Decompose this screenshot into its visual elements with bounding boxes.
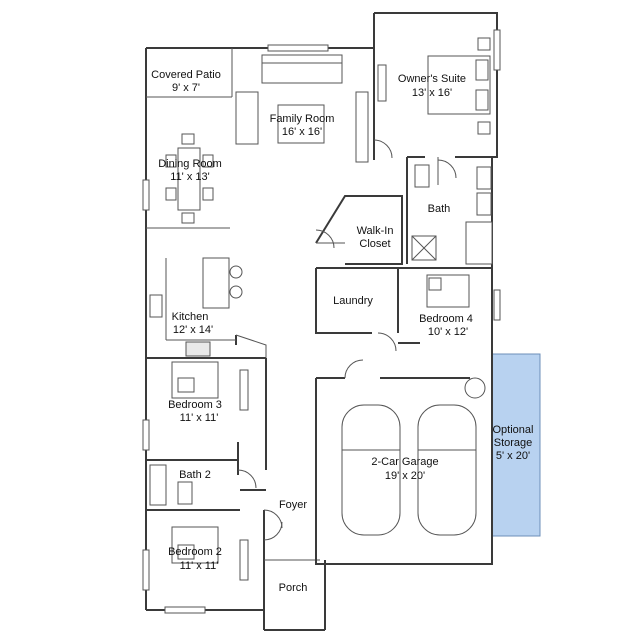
owners-suite-dim: 13' x 16' <box>412 87 452 99</box>
bedroom-3-dim: 11' x 11' <box>180 412 219 424</box>
furniture <box>149 37 493 581</box>
bedroom-3-label: Bedroom 3 <box>168 399 222 411</box>
doors <box>237 139 457 541</box>
optional-storage-area <box>491 353 541 537</box>
laundry-label: Laundry <box>333 295 373 307</box>
foyer-label: Foyer <box>279 499 307 511</box>
family-room-dim: 16' x 16' <box>282 126 322 138</box>
room-labels: Covered Patio 9' x 7' Family Room 16' x … <box>151 69 533 594</box>
family-room-label: Family Room <box>270 113 335 125</box>
dining-room-dim: 11' x 13' <box>170 171 209 183</box>
covered-patio-dim: 9' x 7' <box>172 82 200 94</box>
porch-label: Porch <box>279 582 308 594</box>
bath-label: Bath <box>428 203 451 215</box>
bedroom-2-label: Bedroom 2 <box>168 546 222 558</box>
covered-patio-label: Covered Patio <box>151 69 221 81</box>
bedroom-4-label: Bedroom 4 <box>419 313 473 325</box>
owners-suite-label: Owner's Suite <box>398 73 466 85</box>
garage-label: 2-Car Garage <box>371 456 438 468</box>
optional-storage-label-2: Storage <box>494 437 533 449</box>
windows <box>142 29 501 614</box>
garage-dim: 19' x 20' <box>385 470 425 482</box>
bedroom-4-dim: 10' x 12' <box>428 326 468 338</box>
bedroom-2-dim: 11' x 11' <box>180 560 219 572</box>
kitchen-dim: 12' x 14' <box>173 324 213 336</box>
dining-room-label: Dining Room <box>158 158 222 170</box>
optional-storage-dim: 5' x 20' <box>496 450 530 462</box>
walk-in-closet-label-2: Closet <box>359 238 390 250</box>
walk-in-closet-label-1: Walk-In <box>357 225 394 237</box>
optional-storage-label-1: Optional <box>493 424 534 436</box>
bath-2-label: Bath 2 <box>179 469 211 481</box>
kitchen-label: Kitchen <box>172 311 209 323</box>
